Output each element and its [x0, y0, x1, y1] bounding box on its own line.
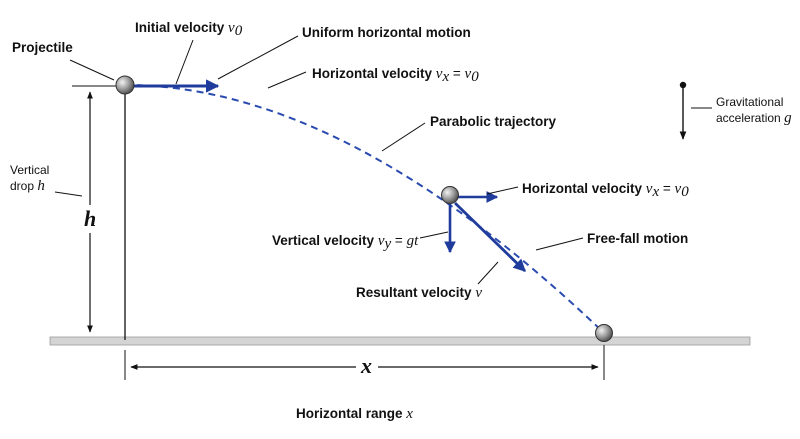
free-fall-motion-label: Free-fall motion: [587, 231, 688, 246]
resultant-velocity-leader: [477, 261, 499, 285]
free-fall-leader: [535, 237, 584, 251]
horizontal-velocity-top-label: Horizontal velocity vx = v0: [312, 66, 479, 85]
horizontal-range-label: Horizontal range x: [296, 406, 413, 422]
range-symbol: x: [360, 353, 372, 378]
projectile-leader: [69, 59, 115, 81]
parabolic-trajectory-label: Parabolic trajectory: [430, 114, 557, 129]
resultant-velocity-label: Resultant velocity v: [356, 285, 482, 301]
gravitational-acceleration-label: acceleration g: [716, 110, 792, 126]
vertical-label: Vertical: [10, 163, 49, 177]
parabolic-trajectory-leader: [381, 122, 426, 152]
vertical-velocity-leader: [419, 231, 449, 239]
gravitational-label: Gravitational: [716, 95, 783, 109]
initial-velocity-label: Initial velocity v0: [135, 20, 243, 39]
projectile-ball-start: [115, 75, 135, 95]
height-symbol: h: [84, 206, 96, 231]
horizontal-velocity-leader: [267, 71, 307, 89]
horizontal-velocity-mid-label: Horizontal velocity vx = v0: [522, 181, 689, 200]
x-label-gap: [356, 355, 378, 377]
uniform-motion-leader: [217, 35, 299, 80]
parabolic-trajectory-path: [124, 84, 605, 334]
projectile-ball-mid: [441, 186, 459, 204]
vertical-drop-leader: [54, 191, 83, 197]
vertical-velocity-label: Vertical velocity vy = gt: [272, 233, 419, 252]
gravity-dot: [679, 81, 687, 89]
projectile-ball-landing: [595, 324, 613, 342]
initial-velocity-leader: [175, 39, 194, 85]
uniform-horizontal-motion-label: Uniform horizontal motion: [302, 25, 471, 40]
ground: [49, 336, 751, 346]
projectile-label: Projectile: [12, 40, 73, 55]
vertical-drop-label: drop h: [10, 178, 45, 194]
h-label-gap: [80, 205, 100, 233]
resultant-velocity-arrow: [454, 201, 526, 273]
mid-horizontal-leader: [486, 186, 519, 195]
